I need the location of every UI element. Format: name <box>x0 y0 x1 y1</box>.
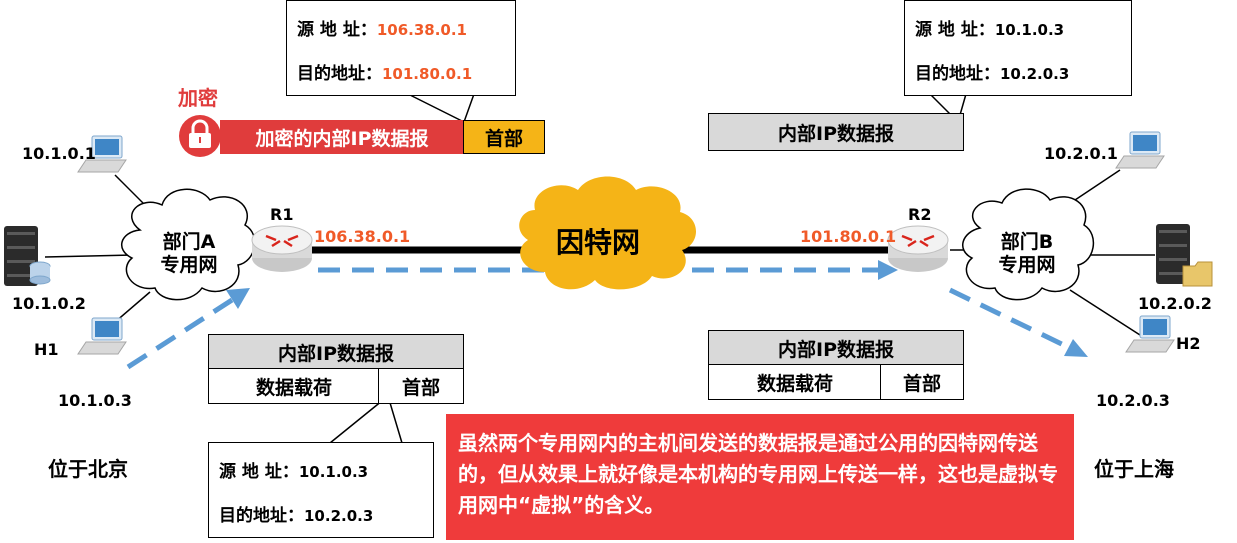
outer-header-callout: 源 地 址：106.38.0.1 目的地址：101.80.0.1 <box>286 0 516 96</box>
network-b-label: 部门B 专用网 <box>982 231 1072 277</box>
host-b-top-ip: 10.2.0.1 <box>1044 144 1118 163</box>
network-a-line1: 部门A <box>162 231 216 253</box>
host-h2-ip: 10.2.0.3 <box>1096 391 1170 410</box>
destination-address-value: 10.2.0.3 <box>304 507 374 525</box>
inner-header-callout-left: 源 地 址：10.1.0.3 目的地址：10.2.0.3 <box>208 442 434 538</box>
host-h1-name: H1 <box>34 340 59 359</box>
source-address-label: 源 地 址： <box>297 20 377 40</box>
encrypt-label: 加密 <box>178 86 218 110</box>
datagram-left-payload: 数据载荷 <box>208 368 380 404</box>
router-r2-name: R2 <box>908 205 932 224</box>
destination-address-value: 101.80.0.1 <box>382 65 473 83</box>
laptop-10-1-0-1-icon <box>77 135 127 173</box>
internet-cloud <box>519 176 696 290</box>
router-r2-ip: 101.80.0.1 <box>800 227 897 246</box>
network-a-label: 部门A 专用网 <box>144 231 234 277</box>
datagram-right-title: 内部IP数据报 <box>708 330 964 366</box>
callout-pointers <box>329 93 967 444</box>
server-10-2-0-2-icon <box>1156 224 1213 287</box>
host-h1-ip: 10.1.0.3 <box>58 391 132 410</box>
datagram-left-title: 内部IP数据报 <box>208 334 464 370</box>
network-b-line1: 部门B <box>1000 231 1054 253</box>
source-address-label: 源 地 址： <box>219 462 299 482</box>
encrypted-datagram-payload: 加密的内部IP数据报 <box>220 120 464 154</box>
location-a: 位于北京 <box>48 457 128 481</box>
router-r2-icon <box>887 225 949 272</box>
router-r1-icon <box>251 225 313 272</box>
source-address-value: 10.1.0.3 <box>298 463 369 481</box>
network-b-line2: 专用网 <box>998 254 1056 276</box>
datagram-left-header: 首部 <box>378 368 464 404</box>
host-a-server-ip: 10.1.0.2 <box>12 294 86 313</box>
cloud-network-b <box>962 188 1095 301</box>
destination-address-label: 目的地址： <box>915 64 1000 84</box>
source-address-value: 106.38.0.1 <box>376 21 467 39</box>
laptop-10-2-0-1-icon <box>1115 131 1165 169</box>
router-r1-ip: 106.38.0.1 <box>314 227 411 246</box>
datagram-right-header: 首部 <box>880 364 964 400</box>
source-address-value: 10.1.0.3 <box>994 21 1065 39</box>
location-b: 位于上海 <box>1094 457 1174 481</box>
host-b-server-ip: 10.2.0.2 <box>1138 294 1212 313</box>
server-10-1-0-2-icon <box>4 226 51 286</box>
cloud-network-a <box>121 188 256 301</box>
host-a-top-ip: 10.1.0.1 <box>22 144 96 163</box>
lock-icon <box>179 115 221 157</box>
internet-label: 因特网 <box>556 226 641 259</box>
host-h2-name: H2 <box>1176 334 1201 353</box>
laptop-h2-icon <box>1125 315 1175 353</box>
destination-address-label: 目的地址： <box>297 64 382 84</box>
tunnel-arrowheads <box>226 260 1088 357</box>
laptop-h1-icon <box>77 317 127 355</box>
destination-address-value: 10.2.0.3 <box>1000 65 1070 83</box>
datagram-right-payload: 数据载荷 <box>708 364 882 400</box>
router-r1-name: R1 <box>270 205 294 224</box>
network-a-line2: 专用网 <box>160 254 218 276</box>
source-address-label: 源 地 址： <box>915 20 995 40</box>
explanation-note: 虽然两个专用网内的主机间发送的数据报是通过公用的因特网传送的，但从效果上就好像是… <box>446 414 1074 540</box>
encrypted-datagram-header: 首部 <box>463 120 545 154</box>
inner-header-callout-right: 源 地 址：10.1.0.3 目的地址：10.2.0.3 <box>904 0 1132 96</box>
internal-datagram-top-right: 内部IP数据报 <box>708 113 964 151</box>
destination-address-label: 目的地址： <box>219 506 304 526</box>
